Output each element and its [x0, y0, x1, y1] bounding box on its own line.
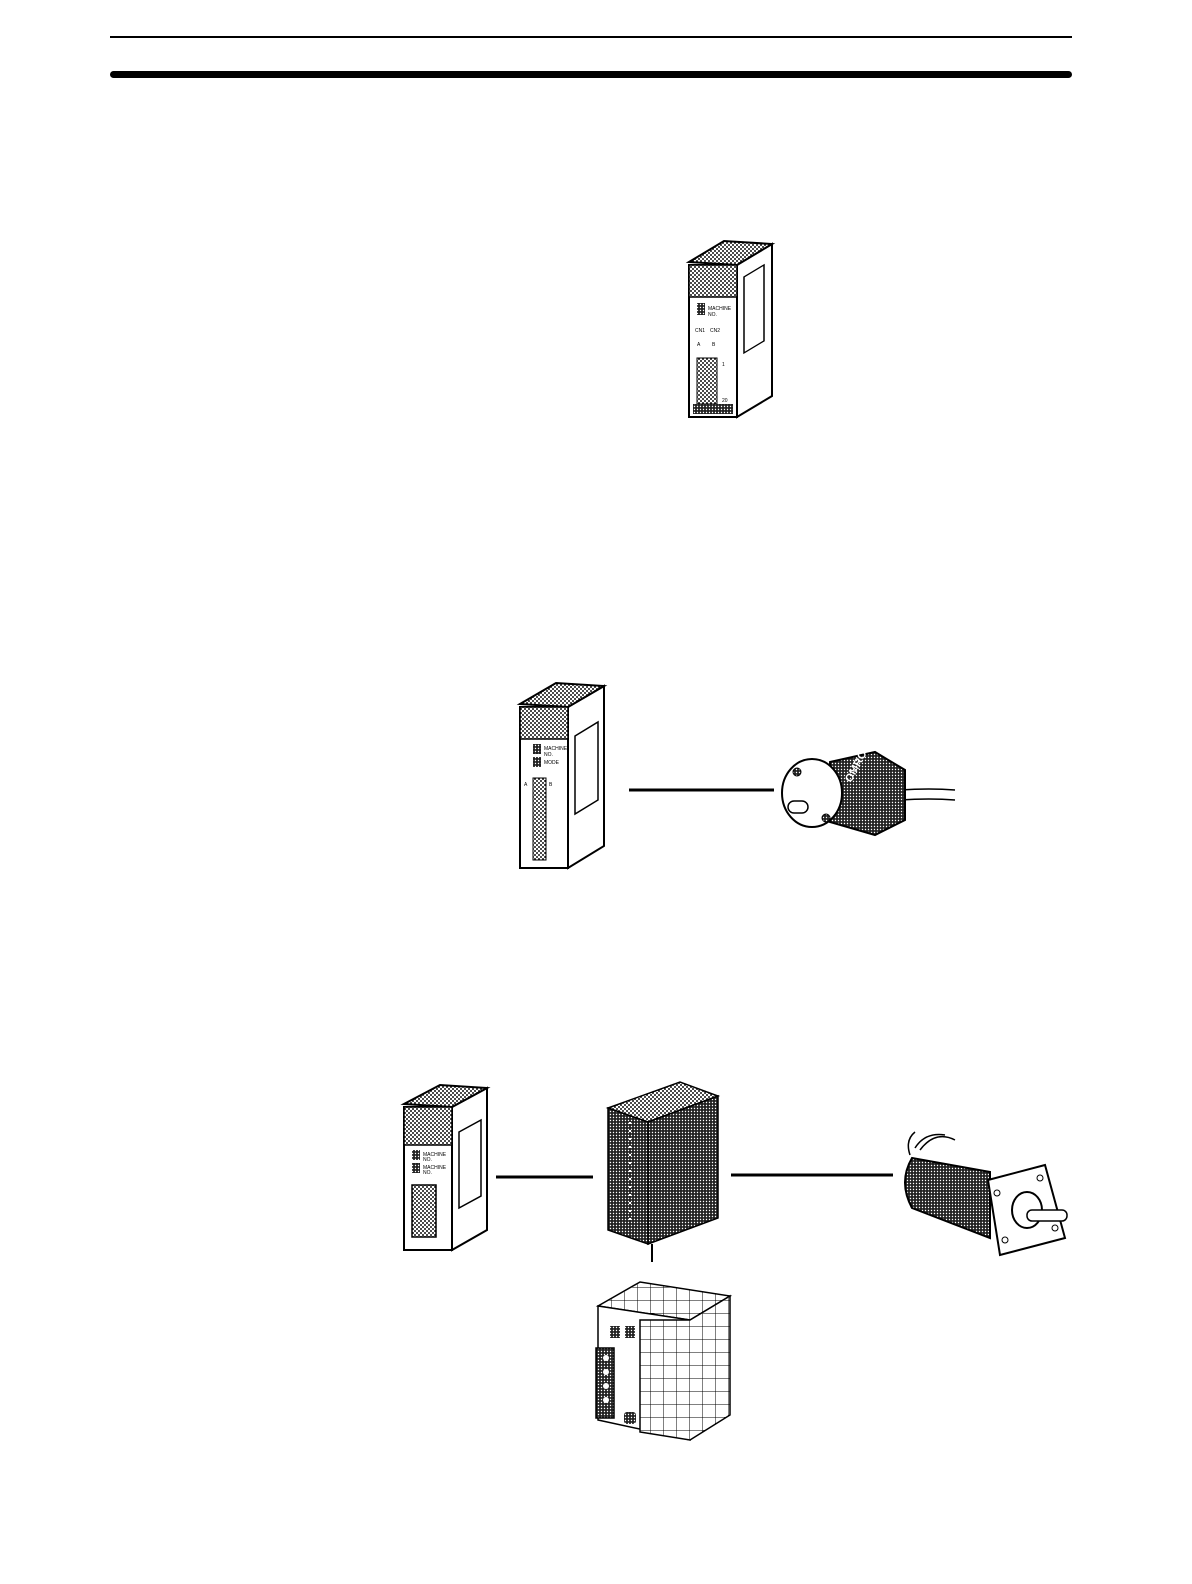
unit-label: NO.	[423, 1157, 432, 1163]
unit-label: 1	[722, 362, 725, 368]
unit-label: CN2	[710, 328, 720, 334]
encoder: OMRON	[782, 741, 955, 835]
figure-3-unit: MACHINE NO. MACHINE NO.	[404, 1085, 487, 1250]
unit-label: NO.	[708, 312, 717, 318]
figure-1-unit: MACHINE NO. CN1 CN2 A B 1 20	[689, 241, 772, 417]
unit-label: CN1	[695, 328, 705, 334]
stepping-motor	[905, 1132, 1067, 1255]
unit-label: NO.	[544, 752, 553, 758]
unit-label: MODE	[544, 760, 560, 766]
unit-label: 20	[722, 398, 728, 404]
power-supply	[596, 1282, 730, 1440]
figure-2-unit: MACHINE NO. MODE A B	[520, 683, 604, 868]
motor-driver	[608, 1082, 718, 1262]
unit-label: NO.	[423, 1170, 432, 1176]
